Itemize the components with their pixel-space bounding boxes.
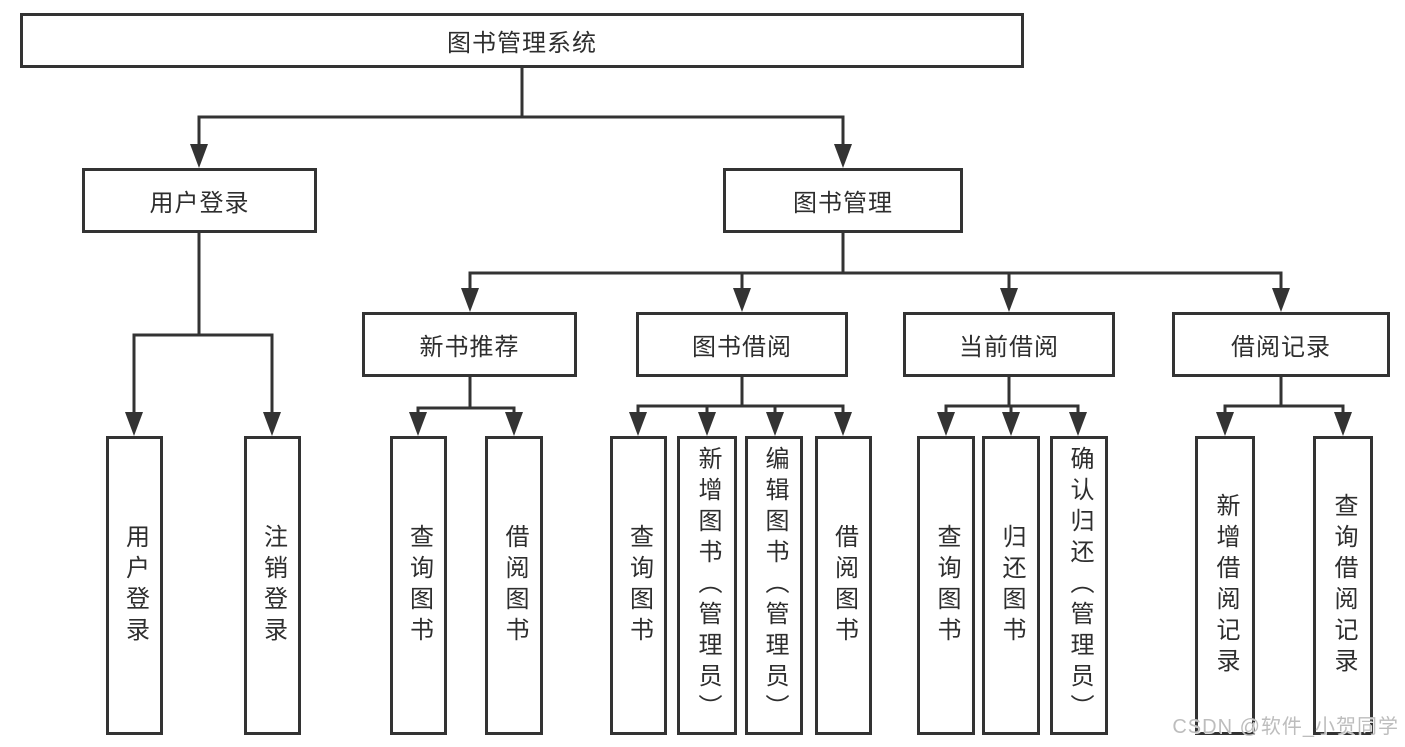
connector-user-login-to-leaves <box>125 231 281 436</box>
leaf-borrowing-add-book: 新增图书（管理员） <box>677 436 737 735</box>
node-new-book-recommend-label: 新书推荐 <box>419 334 520 361</box>
node-user-login-label: 用户登录 <box>149 190 250 217</box>
connector-borrowing-records-to-leaves <box>1216 375 1352 436</box>
leaf-borrowing-query-book: 查询图书 <box>610 436 667 735</box>
connector-new-book-recommend-to-leaves <box>409 375 523 436</box>
leaf-borrowing-query-book-label: 查询图书 <box>625 523 653 648</box>
node-book-borrowing: 图书借阅 <box>636 312 848 377</box>
leaf-current-query-book: 查询图书 <box>917 436 975 735</box>
node-book-management: 图书管理 <box>723 168 963 233</box>
node-borrowing-records: 借阅记录 <box>1172 312 1390 377</box>
node-current-borrowing: 当前借阅 <box>903 312 1115 377</box>
leaf-records-add-record-label: 新增借阅记录 <box>1212 492 1239 679</box>
leaf-recommend-borrow-book-label: 借阅图书 <box>501 523 528 648</box>
leaf-user-login-label: 用户登录 <box>121 523 149 648</box>
leaf-recommend-borrow-book: 借阅图书 <box>485 436 543 735</box>
leaf-borrowing-edit-book: 编辑图书（管理员） <box>745 436 803 735</box>
leaf-user-login: 用户登录 <box>106 436 163 735</box>
leaf-current-query-book-label: 查询图书 <box>933 523 960 648</box>
leaf-records-add-record: 新增借阅记录 <box>1195 436 1255 735</box>
node-borrowing-records-label: 借阅记录 <box>1231 334 1331 361</box>
node-new-book-recommend: 新书推荐 <box>362 312 577 377</box>
leaf-current-return-book-label: 归还图书 <box>998 523 1025 648</box>
node-user-login: 用户登录 <box>82 168 317 233</box>
leaf-borrowing-borrow-book: 借阅图书 <box>815 436 872 735</box>
leaf-records-query-record-label: 查询借阅记录 <box>1330 492 1357 679</box>
leaf-records-query-record: 查询借阅记录 <box>1313 436 1373 735</box>
connector-root-to-level2 <box>190 66 852 168</box>
leaf-logout-label: 注销登录 <box>259 523 287 648</box>
leaf-current-confirm-return: 确认归还（管理员） <box>1050 436 1108 735</box>
leaf-borrowing-add-book-label: 新增图书（管理员） <box>694 446 721 725</box>
csdn-watermark: CSDN @软件_小贺同学 <box>1172 716 1399 738</box>
connector-book-borrowing-to-leaves <box>629 375 852 436</box>
node-book-management-label: 图书管理 <box>793 190 893 217</box>
node-library-management-system-label: 图书管理系统 <box>447 30 597 57</box>
node-book-borrowing-label: 图书借阅 <box>692 334 792 361</box>
leaf-recommend-query-book: 查询图书 <box>390 436 447 735</box>
connector-book-management-to-level3 <box>461 231 1290 312</box>
leaf-current-return-book: 归还图书 <box>982 436 1040 735</box>
leaf-borrowing-edit-book-label: 编辑图书（管理员） <box>761 446 788 725</box>
node-library-management-system: 图书管理系统 <box>20 13 1024 68</box>
leaf-borrowing-borrow-book-label: 借阅图书 <box>830 523 858 648</box>
node-current-borrowing-label: 当前借阅 <box>959 334 1059 361</box>
leaf-logout: 注销登录 <box>244 436 301 735</box>
connector-current-borrowing-to-leaves <box>937 375 1087 436</box>
leaf-recommend-query-book-label: 查询图书 <box>405 523 433 648</box>
leaf-current-confirm-return-label: 确认归还（管理员） <box>1066 446 1093 725</box>
